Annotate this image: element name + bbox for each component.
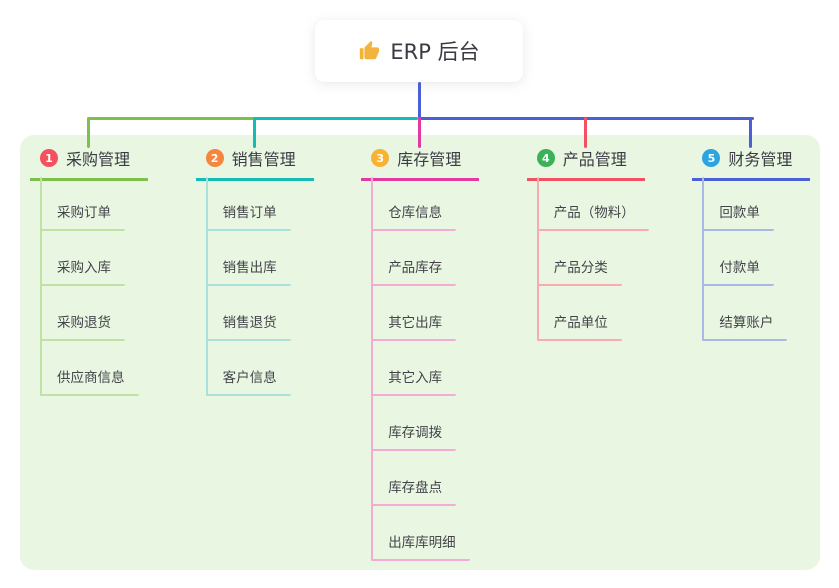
leaf-node-采购退货[interactable]: 采购退货 [40, 314, 125, 341]
leaf-node-付款单[interactable]: 付款单 [702, 259, 774, 286]
leaf-node-产品单位[interactable]: 产品单位 [536, 314, 622, 341]
root-label: ERP 后台 [390, 40, 480, 64]
leaf-node-采购入库[interactable]: 采购入库 [40, 259, 125, 286]
branch-label: 库存管理 [397, 150, 462, 169]
leaf-node-产品分类[interactable]: 产品分类 [536, 259, 622, 286]
drop-line-库存管理 [418, 117, 422, 148]
branch-number-badge: 3 [371, 149, 390, 167]
leaf-node-供应商信息[interactable]: 供应商信息 [40, 369, 139, 396]
drop-line-销售管理 [252, 117, 256, 148]
leaf-node-销售出库[interactable]: 销售出库 [205, 259, 291, 286]
thumbs-up-icon [358, 40, 380, 62]
child-vline-库存管理 [371, 177, 374, 561]
child-vline-财务管理 [702, 177, 705, 341]
root-node[interactable]: ERP 后台 [315, 20, 523, 82]
branch-node-产品管理[interactable]: 4 产品管理 [526, 146, 645, 181]
branch-node-财务管理[interactable]: 5 财务管理 [692, 146, 811, 181]
bus-segment-1 [88, 117, 255, 120]
branch-node-库存管理[interactable]: 3 库存管理 [361, 146, 480, 181]
leaf-node-其它入库[interactable]: 其它入库 [371, 369, 457, 396]
root-stem-line [418, 82, 421, 120]
leaf-node-库存盘点[interactable]: 库存盘点 [371, 479, 457, 506]
drop-line-采购管理 [87, 117, 90, 148]
leaf-node-仓库信息[interactable]: 仓库信息 [371, 204, 457, 231]
leaf-node-其它出库[interactable]: 其它出库 [371, 314, 457, 341]
leaf-node-回款单[interactable]: 回款单 [702, 204, 774, 231]
leaf-node-销售订单[interactable]: 销售订单 [205, 204, 291, 231]
leaf-node-出库库明细[interactable]: 出库库明细 [371, 534, 470, 561]
child-vline-产品管理 [536, 177, 539, 341]
leaf-node-客户信息[interactable]: 客户信息 [205, 369, 291, 396]
leaf-node-采购订单[interactable]: 采购订单 [40, 204, 125, 231]
child-vline-采购管理 [40, 177, 42, 396]
branch-label: 采购管理 [66, 150, 131, 169]
leaf-node-结算账户[interactable]: 结算账户 [702, 314, 788, 341]
branch-number-badge: 4 [536, 149, 555, 167]
branch-label: 销售管理 [231, 150, 296, 169]
branch-node-采购管理[interactable]: 1 采购管理 [30, 146, 148, 181]
leaf-node-产品（物料）[interactable]: 产品（物料） [536, 204, 649, 231]
branches-panel [20, 135, 820, 570]
branch-node-销售管理[interactable]: 2 销售管理 [195, 146, 314, 181]
branch-number-badge: 1 [40, 149, 58, 167]
drop-line-财务管理 [749, 117, 753, 148]
leaf-node-销售退货[interactable]: 销售退货 [205, 314, 291, 341]
branch-label: 产品管理 [562, 150, 627, 169]
bus-segment-2 [254, 117, 418, 120]
branch-number-badge: 2 [205, 149, 224, 167]
drop-line-产品管理 [583, 117, 587, 148]
leaf-node-产品库存[interactable]: 产品库存 [371, 259, 457, 286]
branch-number-badge: 5 [702, 149, 721, 167]
child-vline-销售管理 [205, 177, 208, 396]
leaf-node-库存调拨[interactable]: 库存调拨 [371, 424, 457, 451]
branch-label: 财务管理 [728, 150, 793, 169]
